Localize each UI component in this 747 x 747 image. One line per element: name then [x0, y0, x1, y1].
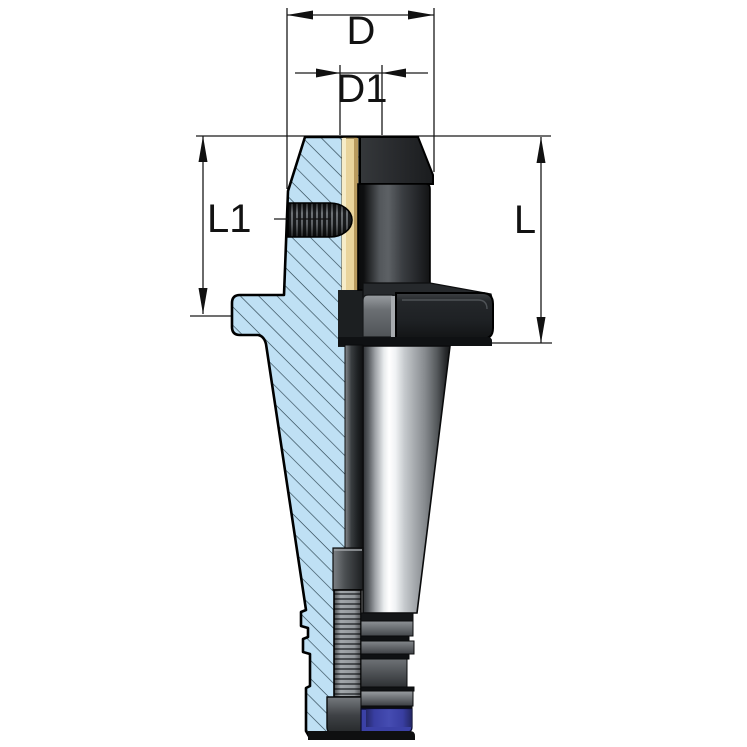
- l1-arrow-up: [198, 136, 208, 162]
- bottom-base-band: [308, 731, 415, 740]
- taper-cone-view: [362, 345, 451, 614]
- ring-band-b: [360, 640, 415, 655]
- spacer-shadow: [354, 138, 358, 293]
- top-chamfer-collar: [359, 136, 434, 185]
- lower-thread-shading: [333, 589, 362, 698]
- bottom-cap-section: [326, 696, 364, 734]
- d-arrow-left: [287, 10, 313, 20]
- dimension-label-l: L: [513, 198, 537, 242]
- center-bore-rod: [344, 344, 364, 549]
- section-silhouette: [230, 135, 362, 740]
- dimension-label-d: D: [346, 9, 376, 53]
- flange-underside: [338, 337, 492, 346]
- ring-groove-d: [360, 686, 415, 692]
- ring-band-a: [360, 620, 414, 637]
- blue-insert-shading: [366, 709, 412, 727]
- ring-band-d: [360, 690, 414, 707]
- gripper-groove-rings: [360, 612, 415, 710]
- l-arrow-down: [536, 317, 546, 343]
- l1-arrow-down: [198, 288, 208, 314]
- flange-slot-panel: [362, 294, 394, 338]
- boss-bevel-line: [402, 299, 488, 310]
- ring-band-c: [360, 658, 408, 688]
- upper-barrel: [357, 183, 431, 291]
- upper-thread-shading: [287, 202, 353, 238]
- d1-arrow-right: [316, 68, 340, 78]
- ring-groove-b: [360, 635, 410, 642]
- d1-arrow-left: [382, 68, 406, 78]
- dimension-label-d1: D1: [336, 67, 388, 111]
- dimension-arrowheads: [198, 10, 546, 343]
- upper-internal-thread: [274, 202, 353, 238]
- ring-groove-a: [360, 612, 414, 622]
- l-arrow-up: [536, 137, 546, 163]
- boss-edge-highlight: [391, 296, 397, 337]
- d-arrow-right: [408, 10, 434, 20]
- lower-internal-thread: [333, 589, 362, 698]
- ring-groove-c: [360, 653, 410, 660]
- dimension-label-l1: L1: [207, 197, 252, 241]
- counterbore-block: [332, 547, 364, 591]
